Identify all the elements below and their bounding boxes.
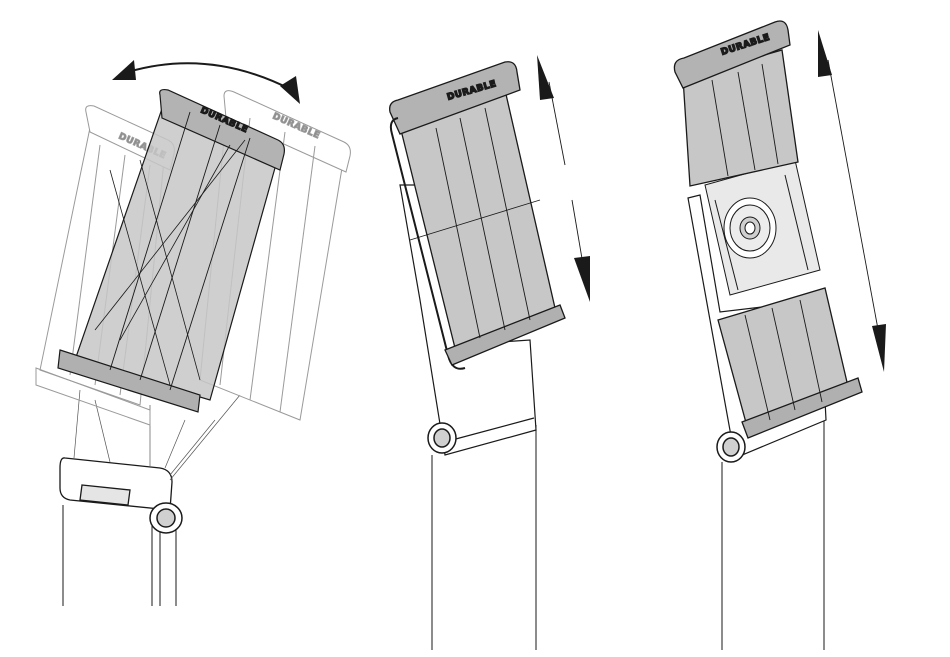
slide-plate: [705, 160, 820, 295]
double-curved-arrow: [112, 60, 300, 104]
hinge-tube: [428, 423, 456, 453]
figure-rotate: DURABLE DURABLE DURABLE: [36, 60, 350, 606]
figure-slide: DURABLE: [390, 55, 590, 650]
top-clamp: DURABLE: [674, 21, 798, 186]
hinge-tube: [150, 503, 182, 533]
hinge-tube: [717, 432, 745, 462]
hinge-block: [60, 458, 172, 510]
figure-extend: DURABLE: [674, 21, 886, 650]
pole: [432, 425, 536, 650]
